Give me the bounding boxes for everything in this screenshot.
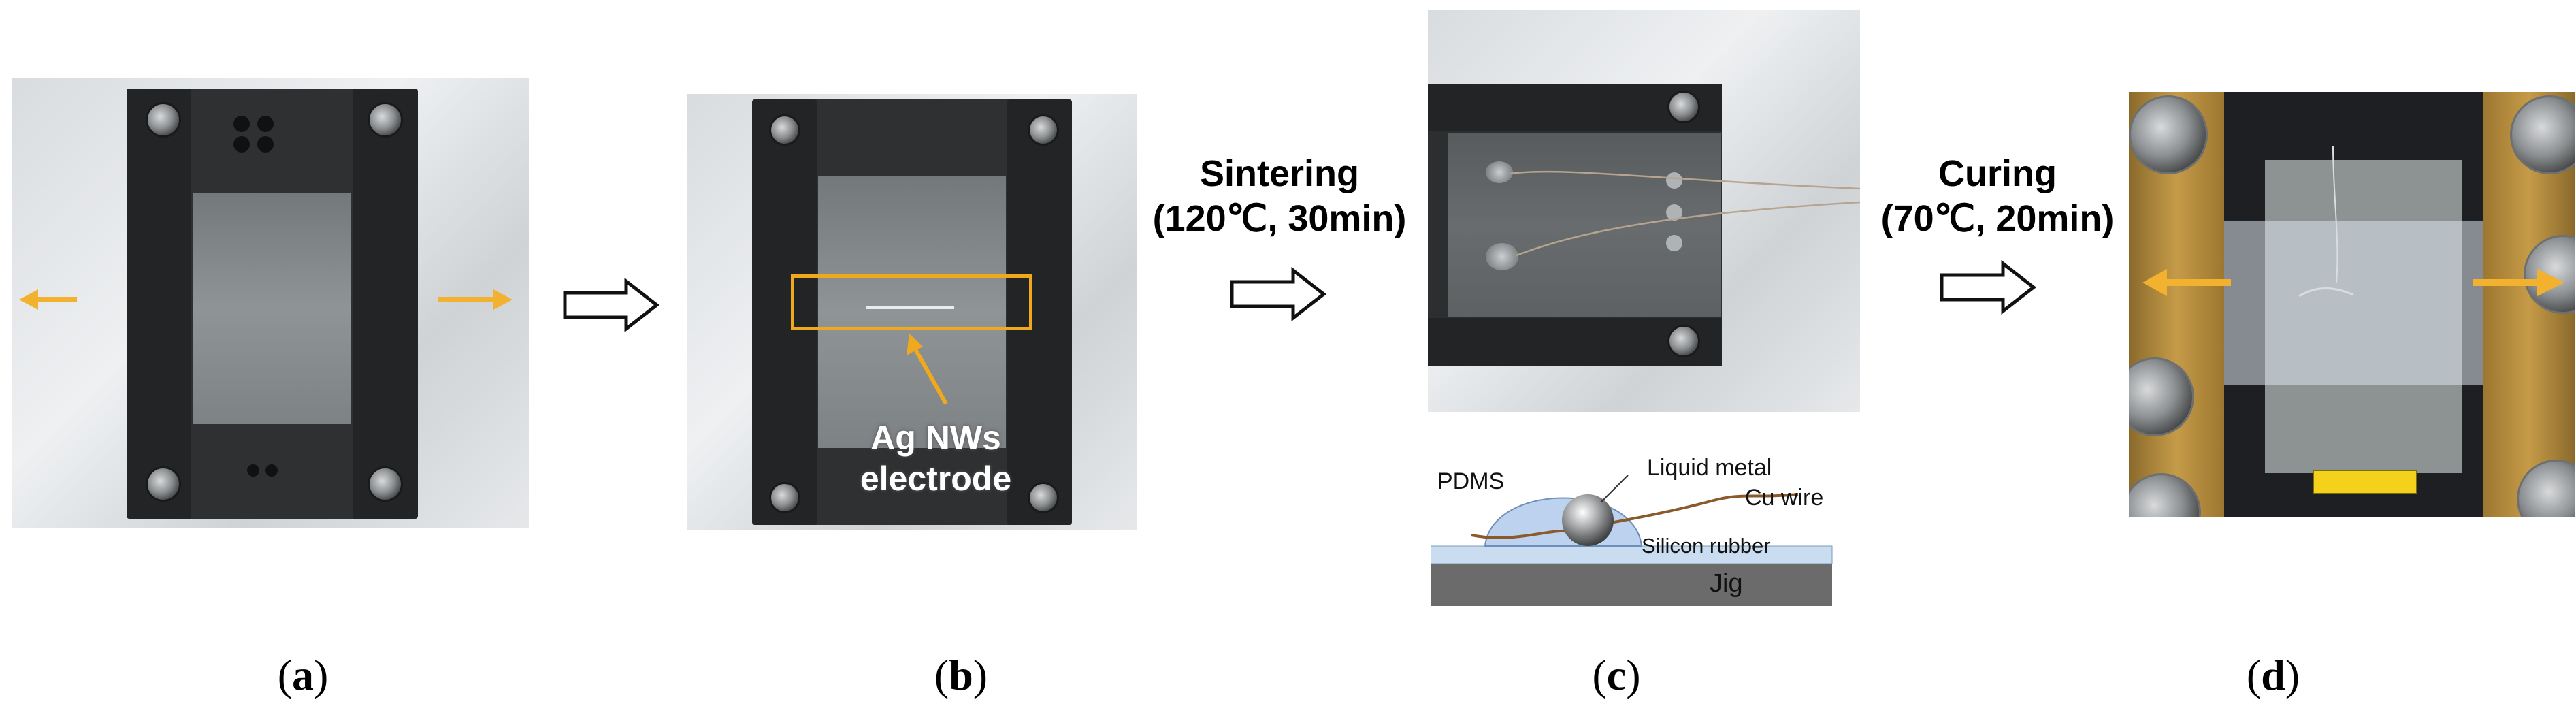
sintering-step-label: Sintering (120℃, 30min)	[1152, 153, 1407, 239]
left-stretch-arrow-icon	[2142, 269, 2231, 296]
liquid-metal-label: Liquid metal	[1647, 455, 1772, 481]
agnw-electrode-line	[866, 306, 954, 309]
jig-label: Jig	[1710, 569, 1743, 598]
photo-panel-d	[2129, 92, 2575, 517]
jig-layer	[1431, 564, 1832, 606]
silicon-rubber-label: Silicon rubber	[1642, 534, 1771, 558]
cross-section-diagram: PDMS Liquid metal Cu wire Silicon rubber…	[1431, 455, 1839, 611]
panel-label-c: (c)	[1592, 651, 1641, 699]
stretch-arrows-d	[2142, 146, 2564, 298]
process-arrow-icon	[1940, 260, 2037, 315]
panel-label-d: (d)	[2246, 651, 2300, 699]
process-arrow-icon	[563, 278, 660, 332]
cu-wire-label: Cu wire	[1745, 485, 1824, 511]
cu-wire	[1471, 493, 1799, 539]
photo-panel-b: Ag NWs electrode	[687, 94, 1137, 530]
silicon-rubber-layer	[1431, 545, 1833, 564]
right-stretch-arrow-icon	[2473, 269, 2564, 296]
photo-panel-c	[1428, 10, 1860, 412]
panel-label-a: (a)	[277, 651, 329, 699]
photo-panel-a	[12, 78, 529, 528]
panel-label-b: (b)	[934, 651, 988, 699]
process-arrow-icon	[1230, 267, 1327, 321]
liquid-metal-droplet	[1562, 494, 1614, 546]
left-stretch-arrow-icon	[19, 289, 77, 310]
equipment-tag	[2313, 470, 2417, 494]
electrode-label: Ag NWs electrode	[860, 419, 1012, 498]
electrode-pointer-arrow-icon	[907, 334, 948, 405]
cu-wires	[1509, 170, 1860, 257]
pdms-label: PDMS	[1437, 468, 1505, 494]
stretch-arrows	[19, 289, 512, 310]
curing-step-label: Curing (70℃, 20min)	[1880, 153, 2115, 239]
right-stretch-arrow-icon	[438, 289, 512, 310]
electrode-highlight-box	[791, 274, 1032, 330]
